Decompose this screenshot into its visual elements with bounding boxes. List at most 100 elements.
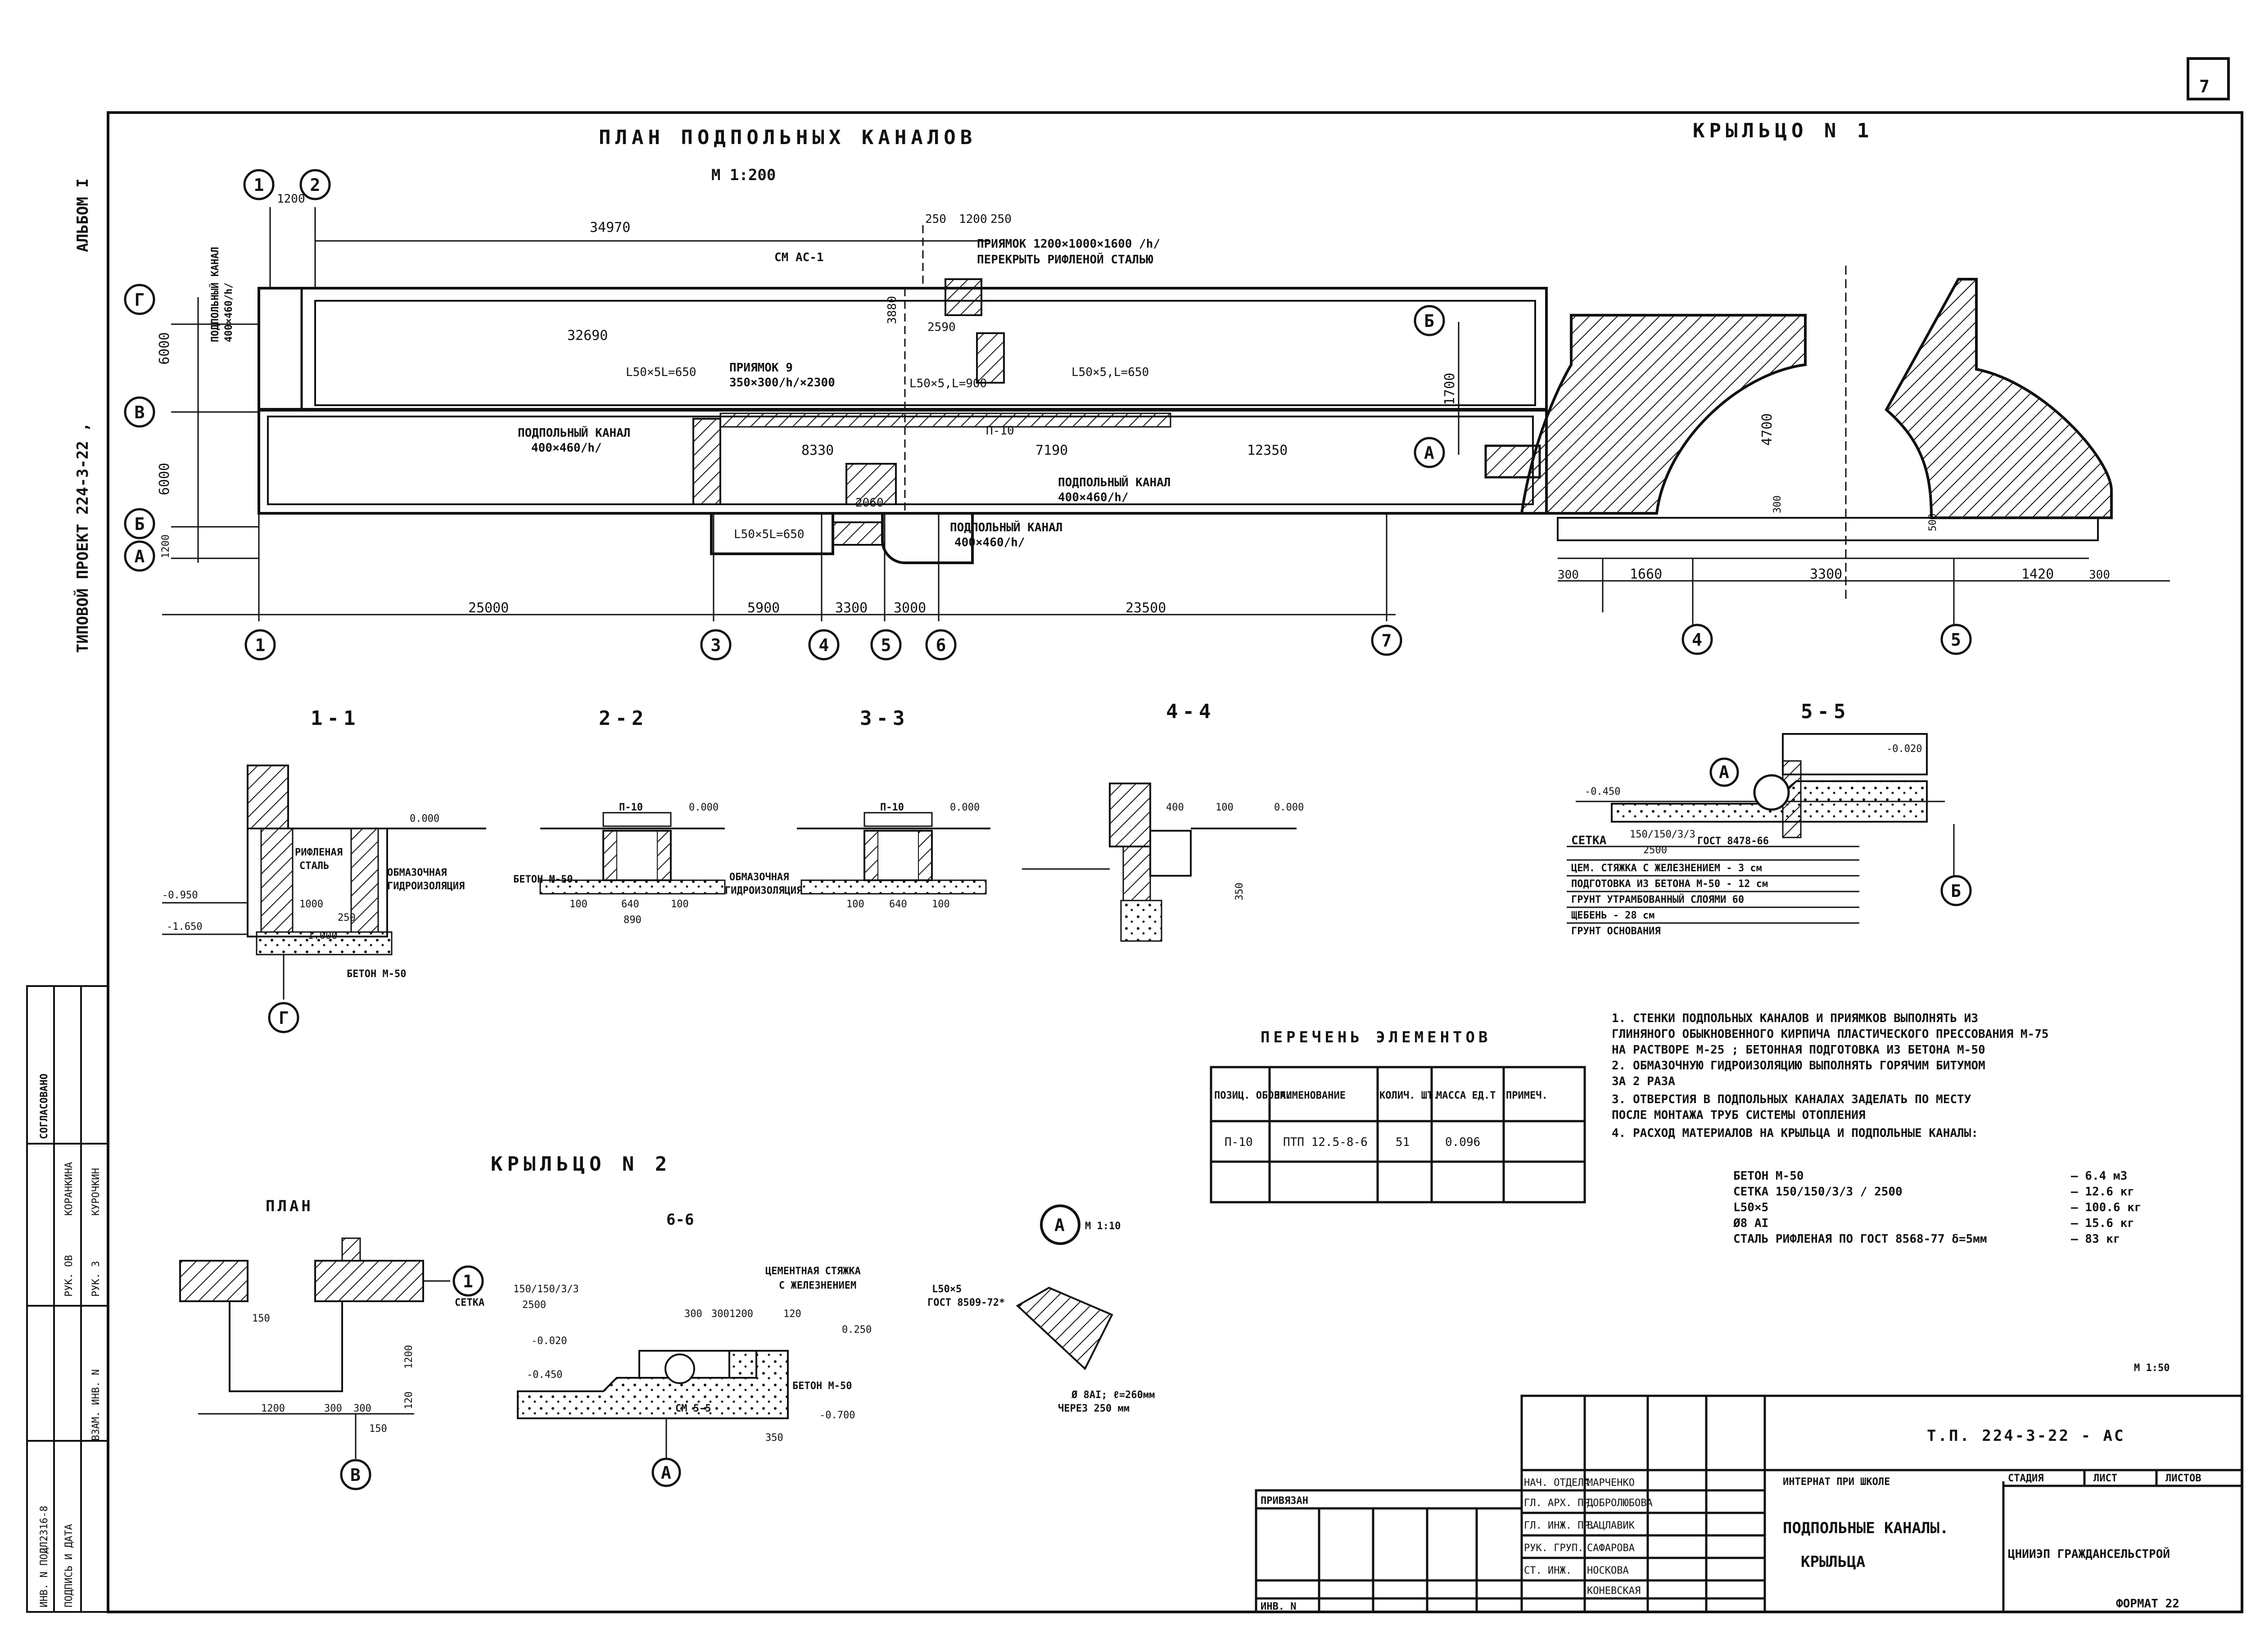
axis-label: 5 — [881, 635, 891, 655]
dim: 12350 — [1247, 443, 1288, 458]
section-title: 2-2 — [599, 707, 648, 730]
dim: 1200 — [403, 1345, 415, 1369]
dim: -0.450 — [527, 1369, 562, 1380]
porch1-axes — [1414, 305, 1972, 655]
elements-title: ПЕРЕЧЕНЬ ЭЛЕМЕНТОВ — [1261, 1028, 1491, 1046]
callout-a: A — [1054, 1215, 1065, 1235]
label-pit1: ПРИЯМОК 1200×1000×1600 /h/ — [977, 237, 1160, 251]
section-label: П-10 — [619, 802, 643, 813]
layers-table — [1567, 846, 1859, 924]
axis-label: В — [135, 403, 145, 422]
dim: 1200 — [729, 1308, 753, 1320]
dim: 34970 — [590, 220, 630, 235]
approval-name-1: КОРАНКИНА — [63, 1162, 75, 1216]
note-line: НА РАСТВОРЕ М-25 ; БЕТОННАЯ ПОДГОТОВКА И… — [1612, 1043, 1985, 1057]
td-qty: 51 — [1396, 1136, 1410, 1149]
stamp-col-3: ВЗАМ. ИНВ. N — [90, 1369, 102, 1441]
section-label: БЕТОН М-50 — [347, 969, 406, 980]
stage-header: ЛИСТОВ — [2165, 1473, 2201, 1484]
axis-label: 1 — [255, 635, 266, 655]
approval-stamp — [26, 985, 109, 1613]
bar-label-2: ЧЕРЕЗ 250 мм — [1058, 1403, 1130, 1414]
dim: 1200 — [160, 534, 172, 558]
axis-label: Б — [135, 514, 145, 534]
dim: 2060 — [855, 496, 884, 510]
section-label: 0.000 — [1274, 802, 1304, 813]
dim: -0.020 — [531, 1335, 567, 1347]
material-qty: — 12.6 кг — [2071, 1185, 2134, 1199]
section-label: -0.950 — [162, 890, 198, 901]
section-4-4: 4-4 400 100 0.000 350 — [1022, 700, 1304, 942]
label-canal-size: 400×460/h/ — [954, 536, 1025, 549]
tb-name: САФАРОВА — [1587, 1543, 1635, 1554]
label-pit9-size: 350×300/h/×2300 — [729, 376, 835, 389]
label-pit9: ПРИЯМОК 9 — [729, 361, 793, 375]
td-pos: П-10 — [1225, 1136, 1253, 1149]
material-name: СТАЛЬ РИФЛЕНАЯ ПО ГОСТ 8568-77 δ=5мм — [1733, 1232, 1987, 1246]
layer-3: ГРУНТ УТРАМБОВАННЫЙ СЛОЯМИ 60 — [1571, 894, 1744, 905]
plan-scale: М 1:200 — [711, 166, 776, 184]
callout-scale: М 1:50 — [2134, 1362, 2170, 1374]
dim: 300 — [324, 1403, 342, 1414]
tb-name: ВАЦЛАВИК — [1587, 1520, 1635, 1531]
dim: 32690 — [567, 328, 608, 344]
format-label: ФОРМАТ 22 — [2116, 1597, 2179, 1611]
mesh-len: 2500 — [522, 1299, 546, 1311]
dim: 25000 — [468, 600, 509, 616]
section-label: 0.000 — [689, 802, 719, 813]
label-p10: П-10 — [986, 424, 1014, 438]
approval-name-2: КУРОЧКИН — [90, 1168, 102, 1216]
layer-1: ЦЕМ. СТЯЖКА С ЖЕЛЕЗНЕНИЕМ - 3 см — [1571, 863, 1762, 874]
dim: 3300 — [835, 600, 868, 616]
axis-label: 1 — [463, 1272, 473, 1291]
porch2-plan-dims: 150 1200 120 1200 300 300 150 — [252, 1313, 415, 1435]
left-margin: ТИПОВОЙ ПРОЕКТ 224-3-22 , АЛЬБОМ I — [73, 178, 92, 653]
porch1-texts: Б А 4 5 300 1660 3300 1420 300 1700 4700… — [1424, 311, 2110, 650]
label-canal: ПОДПОЛЬНЫЙ КАНАЛ — [1058, 475, 1171, 489]
dim: 1660 — [1630, 566, 1662, 582]
callout-a: A — [1719, 762, 1729, 782]
stage-header: СТАДИЯ — [2008, 1473, 2043, 1484]
dim: 1420 — [2021, 566, 2054, 582]
tb-role: ГЛ. АРХ. ПР. — [1524, 1498, 1596, 1509]
porch2-title: КРЫЛЬЦО N 2 — [491, 1153, 671, 1176]
axis-label: 5 — [1951, 630, 1961, 650]
plan-axis-labels: 1 3 4 5 6 7 Г В Б А 1 2 — [135, 175, 1392, 655]
dim: 300 — [711, 1308, 729, 1320]
stamp-inv: 2 2316-8 — [39, 1506, 50, 1553]
elements-table: ПЕРЕЧЕНЬ ЭЛЕМЕНТОВ ПОЗИЦ. ОБОЗН. НАИМЕНО… — [1210, 1028, 1586, 1204]
cm-label: СМ 5-5 — [675, 1403, 711, 1414]
material-name: БЕТОН М-50 — [1733, 1169, 1804, 1183]
axis-label: А — [135, 547, 145, 566]
th-pos: ПОЗИЦ. ОБОЗН. — [1214, 1090, 1292, 1101]
tb-name: НОСКОВА — [1587, 1565, 1629, 1576]
dim: 6000 — [157, 463, 172, 495]
axis-label: 4 — [1692, 630, 1702, 650]
section-label: -1.650 — [167, 921, 202, 932]
dim: 120 — [403, 1391, 415, 1409]
dim: 300 — [2089, 568, 2110, 582]
material-qty: — 15.6 кг — [2071, 1217, 2134, 1230]
porch2-plan-label: ПЛАН — [266, 1197, 313, 1215]
dim: 6000 — [157, 332, 172, 365]
screed-label: ЦЕМЕНТНАЯ СТЯЖКА — [765, 1266, 861, 1277]
dim: 350 — [765, 1432, 783, 1444]
material-qty: — 6.4 м3 — [2071, 1169, 2127, 1183]
approval-role-2: РУК. З — [90, 1261, 102, 1297]
inv-label: ИНВ. N — [1261, 1601, 1296, 1612]
layer-2: ПОДГОТОВКА ИЗ БЕТОНА М-50 - 12 см — [1571, 878, 1768, 890]
th-mass: МАССА ЕД.Т — [1436, 1090, 1496, 1101]
privyazan-label: ПРИВЯЗАН — [1261, 1495, 1308, 1507]
dim: 250 — [925, 213, 946, 226]
label-canal-size: 400×460/h/ — [531, 441, 602, 455]
label-angle: L50×5,L=900 — [909, 377, 987, 390]
label-canal-vert: ПОДПОЛЬНЫЙ КАНАЛ — [209, 247, 221, 342]
section-label: ОБМАЗОЧНАЯ — [387, 867, 447, 878]
axis-label: Г — [135, 290, 145, 310]
tb-name: МАРЧЕНКО — [1587, 1477, 1635, 1489]
callout-scale-10: М 1:10 — [1085, 1221, 1121, 1232]
section-label: 400 — [1166, 802, 1184, 813]
dim: 23500 — [1126, 600, 1166, 616]
dim: 150 — [369, 1423, 387, 1435]
